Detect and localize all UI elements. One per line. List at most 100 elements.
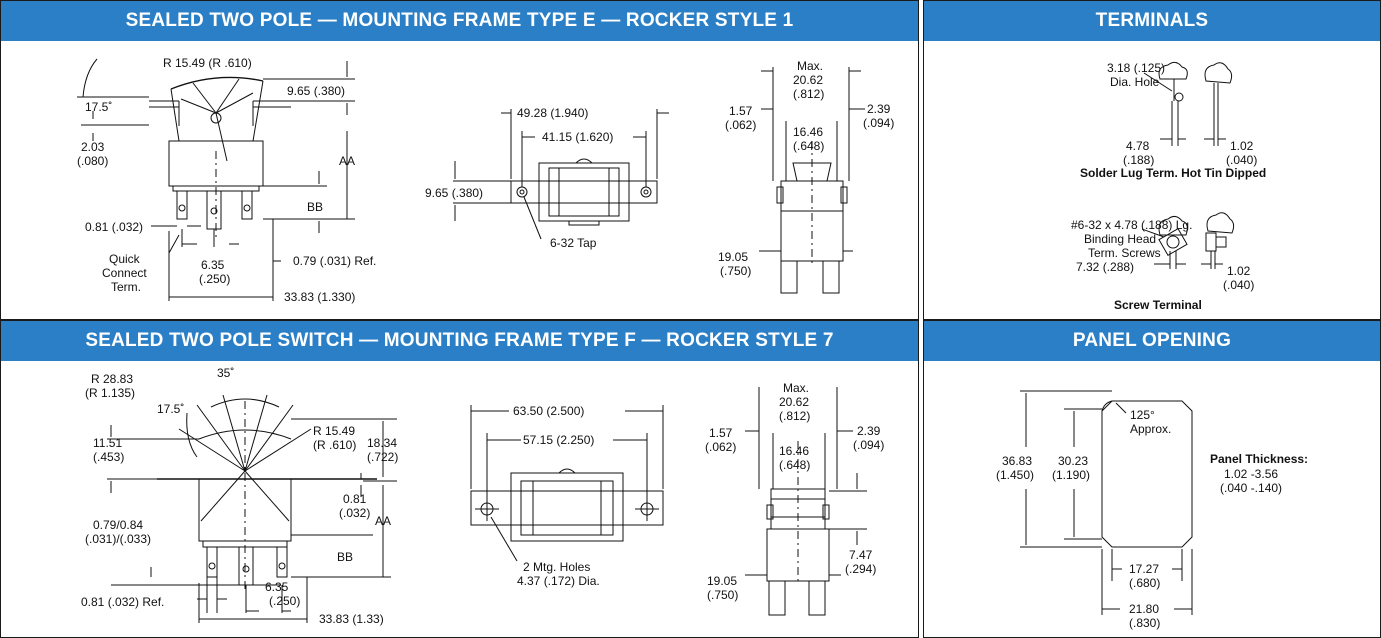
term-w1-a: 4.78: [1126, 139, 1150, 153]
frame-f-side-view: 35˚ 17.5˚ R 28.83 (R 1.135) 11.51 (.453)…: [81, 366, 398, 626]
po-w1-a: 17.27: [1129, 562, 1159, 576]
po-angle-b: Approx.: [1130, 422, 1171, 436]
f-lug-b: (.031)/(.033): [85, 532, 151, 546]
f-end-left-b: (.062): [705, 440, 736, 454]
f-top-overall: 63.50 (2.500): [513, 404, 584, 418]
f-radius-small-a: R 15.49: [313, 424, 355, 438]
solder-lug-terminal: 3.18 (.125) Dia. Hole 4.78 (.188) 1.02 (…: [1080, 61, 1266, 180]
e-top-tap: 6-32 Tap: [550, 236, 597, 250]
e-qc2: Connect: [102, 266, 147, 280]
po-thickness-label: Panel Thickness:: [1210, 452, 1308, 466]
f-radius-big-a: R 28.83: [91, 372, 133, 386]
f-h1-a: 11.51: [93, 436, 122, 450]
e-end-left-b: (.062): [725, 118, 756, 132]
f-width-label: 33.83 (1.33): [319, 612, 384, 626]
frame-e-side-view: 17.5˚ R 15.49 (R .610) 9.65 (.380) 2.03 …: [77, 56, 376, 304]
f-top-holes-a: 2 Mtg. Holes: [523, 560, 590, 574]
frame-f-panel: SEALED TWO POLE SWITCH — MOUNTING FRAME …: [0, 320, 919, 638]
f-radius-small-b: (R .610): [313, 438, 356, 452]
screw-width: 7.32 (.288): [1076, 260, 1134, 274]
po-inner-a: 30.23: [1058, 454, 1088, 468]
panel-opening-panel: PANEL OPENING 36.83 (1.450) 30.23 (1.190…: [923, 320, 1381, 638]
f-frame-b: (.032): [339, 506, 370, 520]
po-w2-b: (.830): [1129, 616, 1160, 630]
f-h1-b: (.453): [93, 450, 124, 464]
e-end-bot-a: 19.05: [718, 250, 748, 264]
frame-e-end-view: Max. 20.62 (.812) 1.57 (.062) 2.39 (.094…: [718, 59, 894, 294]
screw-spec-c: Term. Screws: [1088, 246, 1161, 260]
po-angle-a: 125°: [1130, 408, 1155, 422]
e-aa-label: AA: [339, 154, 355, 168]
term-w2-b: (.040): [1226, 153, 1257, 167]
e-qc3: Term.: [111, 280, 141, 294]
frame-f-drawing: 35˚ 17.5˚ R 28.83 (R 1.135) 11.51 (.453)…: [81, 366, 884, 626]
f-angle-side: 17.5˚: [157, 402, 184, 416]
po-w2-a: 21.80: [1129, 602, 1159, 616]
panel-cutout: 36.83 (1.450) 30.23 (1.190) 125° Approx.…: [996, 390, 1308, 630]
f-aa-label: AA: [375, 514, 391, 528]
e-qc1: Quick: [109, 252, 141, 266]
e-pitch-a: 6.35: [201, 258, 225, 272]
e-top-centers: 41.15 (1.620): [542, 130, 613, 144]
e-height-top-label: 9.65 (.380): [287, 84, 345, 98]
f-h2-a: 18.34: [367, 436, 397, 450]
frame-e-header: SEALED TWO POLE — MOUNTING FRAME TYPE E …: [1, 1, 918, 41]
f-end-side-b: (.294): [845, 562, 876, 576]
f-end-side-a: 7.47: [849, 548, 873, 562]
terminals-panel: TERMINALS 3.18 (.125) Dia. Hole 4.78 (.1…: [923, 0, 1381, 320]
po-outer-a: 36.83: [1002, 454, 1032, 468]
e-end-right-a: 2.39: [867, 102, 891, 116]
term-hole-b: Dia. Hole: [1110, 75, 1160, 89]
f-end-max: Max.: [783, 381, 809, 395]
term-w1-b: (.188): [1123, 153, 1154, 167]
f-lug-a: 0.79/0.84: [93, 518, 143, 532]
f-end-inner-a: 16.46: [779, 444, 809, 458]
f-ref-label: 0.81 (.032) Ref.: [81, 595, 164, 609]
f-end-left-a: 1.57: [709, 426, 733, 440]
po-inner-b: (1.190): [1052, 468, 1090, 482]
term-hole-a: 3.18 (.125): [1107, 61, 1165, 75]
frame-f-top-view: 63.50 (2.500) 57.15 (2.250) 2 Mtg. Holes…: [470, 404, 664, 588]
f-end-bot-b: (.750): [707, 588, 738, 602]
po-w1-b: (.680): [1129, 576, 1160, 590]
f-end-right-b: (.094): [853, 438, 884, 452]
e-end-max: Max.: [797, 59, 823, 73]
e-top-overall: 49.28 (1.940): [517, 106, 588, 120]
f-top-holes-b: 4.37 (.172) Dia.: [517, 574, 600, 588]
e-lug-label: 0.81 (.032): [85, 220, 143, 234]
frame-f-end-view: Max. 20.62 (.812) 1.57 (.062) 2.39 (.094…: [705, 381, 884, 616]
f-pitch-a: 6.35: [265, 580, 289, 594]
e-ref-label: 0.79 (.031) Ref.: [293, 254, 376, 268]
term-w2-a: 1.02: [1230, 139, 1254, 153]
po-outer-b: (1.450): [996, 468, 1034, 482]
frame-f-header: SEALED TWO POLE SWITCH — MOUNTING FRAME …: [1, 321, 918, 361]
e-end-inner-a: 16.46: [793, 125, 823, 139]
f-end-inner-b: (.648): [779, 458, 810, 472]
e-end-max-a: 20.62: [793, 73, 823, 87]
screw-caption: Screw Terminal: [1114, 298, 1202, 312]
e-top-height: 9.65 (.380): [425, 186, 483, 200]
f-h2-b: (.722): [367, 450, 398, 464]
e-radius-label: R 15.49 (R .610): [163, 56, 252, 70]
frame-e-panel: SEALED TWO POLE — MOUNTING FRAME TYPE E …: [0, 0, 919, 320]
solder-caption: Solder Lug Term. Hot Tin Dipped: [1080, 166, 1266, 180]
e-end-bot-b: (.750): [720, 264, 751, 278]
e-width-label: 33.83 (1.330): [284, 290, 355, 304]
f-radius-big-b: (R 1.135): [85, 386, 135, 400]
panel-opening-header: PANEL OPENING: [924, 321, 1380, 361]
screw-terminal: #6-32 x 4.78 (.188) Lg. Binding Head Ter…: [1071, 212, 1254, 312]
e-bb-label: BB: [307, 200, 323, 214]
panel-opening-drawing: 36.83 (1.450) 30.23 (1.190) 125° Approx.…: [996, 390, 1308, 630]
f-top-centers: 57.15 (2.250): [523, 433, 594, 447]
frame-e-drawing: 17.5˚ R 15.49 (R .610) 9.65 (.380) 2.03 …: [77, 56, 894, 304]
e-angle-label: 17.5˚: [85, 100, 112, 114]
f-pitch-b: (.250): [269, 594, 300, 608]
e-pitch-b: (.250): [199, 272, 230, 286]
po-thickness-a: 1.02 -3.56: [1224, 467, 1278, 481]
screw-spec-b: Binding Head: [1084, 232, 1156, 246]
f-frame-a: 0.81: [343, 492, 367, 506]
terminals-drawing: 3.18 (.125) Dia. Hole 4.78 (.188) 1.02 (…: [1071, 61, 1266, 312]
frame-e-top-view: 49.28 (1.940) 41.15 (1.620) 9.65 (.380) …: [425, 106, 669, 250]
f-end-right-a: 2.39: [857, 424, 881, 438]
f-angle-top: 35˚: [217, 366, 234, 380]
